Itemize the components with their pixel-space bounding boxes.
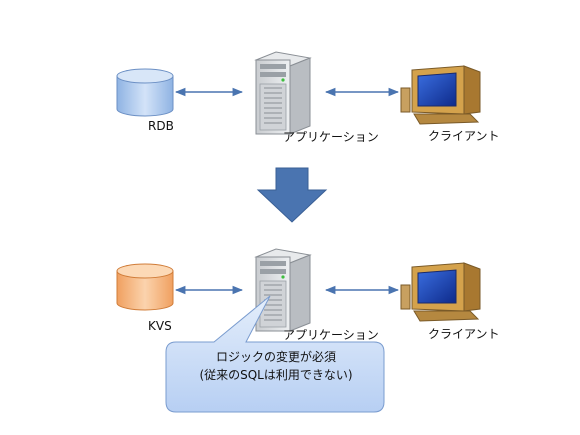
kvs-label: KVS: [148, 319, 172, 333]
rdb-label: RDB: [148, 119, 174, 133]
transition-down-arrow: [256, 167, 328, 223]
callout-line-1: ロジックの変更が必須: [215, 350, 336, 364]
callout-line-2: (従来のSQLは利用できない): [199, 368, 353, 382]
callout-text: ロジックの変更が必須 (従来のSQLは利用できない): [166, 348, 386, 384]
server-tower-icon: [254, 248, 312, 332]
callout-bubble: [165, 295, 385, 413]
rdb-database-icon: [116, 68, 174, 117]
client-computer-icon: [400, 65, 481, 125]
client-label-bottom: クライアント: [428, 327, 500, 341]
kvs-database-icon: [116, 263, 174, 311]
application-label-top: アプリケーション: [283, 130, 379, 144]
server-tower-icon: [254, 51, 312, 135]
client-computer-icon: [400, 262, 481, 322]
client-label-top: クライアント: [428, 129, 500, 143]
application-label-bottom: アプリケーション: [283, 328, 379, 342]
